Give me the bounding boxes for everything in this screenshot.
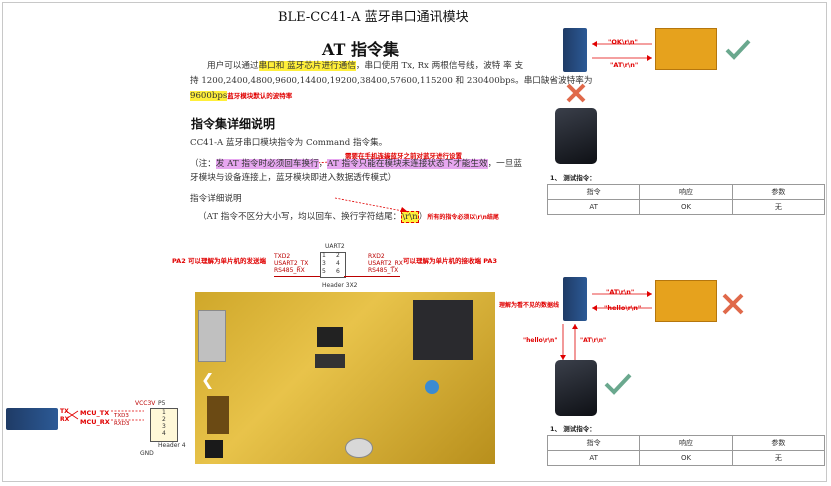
top-arrows — [592, 41, 652, 61]
table-header-resp: 响应 — [639, 435, 733, 451]
table-header-resp: 响应 — [639, 184, 733, 200]
pin-right-1: RXD2 — [368, 253, 385, 260]
pin-right-3: RS485_TX — [368, 267, 399, 274]
heading-at-commands: AT 指令集 — [322, 40, 400, 59]
table-cell-resp: OK — [639, 450, 733, 466]
document-title: BLE-CC41-A 蓝牙串口通讯模块 — [278, 10, 469, 25]
bluetooth-module-bottom — [563, 277, 587, 321]
intro-line-2: 持 1200,2400,4800,9600,14400,19200,38400,… — [190, 76, 593, 86]
pin-num-2: 2 — [336, 252, 340, 259]
table-cell-param: 无 — [731, 450, 826, 466]
pin-right-2: USART2_RX — [368, 260, 403, 267]
table-cell-cmd: AT — [546, 450, 641, 466]
header4-name: Header 4 — [158, 442, 186, 449]
pin-num-3: 3 — [322, 260, 326, 267]
bluetooth-module-top — [563, 28, 587, 72]
bottom-arrows — [592, 291, 652, 311]
label-rx: RX — [60, 416, 70, 423]
rxd3-label: RXD3 — [114, 421, 130, 427]
vcc-label: VCC3V — [135, 400, 156, 407]
schematic-footer: Header 3X2 — [322, 282, 358, 289]
mcu-board-top — [655, 28, 717, 70]
table-cell-resp: OK — [639, 199, 733, 215]
mcu-chip — [413, 300, 473, 360]
bottom-test-title: 1、 测试指令： — [550, 425, 596, 433]
paragraph-note-line-2: 牙模块与设备连接上，蓝牙模块即进入数据透传模式） — [190, 173, 397, 183]
note-invisible-wire: 理解为看不见的数据线 — [499, 302, 560, 309]
bluetooth-module-left — [6, 408, 58, 430]
txd3-label: TXD3 — [114, 413, 129, 419]
label-pa3-rx: 可以理解为单片机的接收端 PA3 — [403, 257, 497, 265]
crossing-wires — [66, 410, 144, 421]
check-icon-bottom — [604, 373, 632, 395]
table-header-cmd: 指令 — [546, 184, 641, 200]
board-photo: ❮ — [195, 292, 495, 464]
jumper-block — [317, 327, 343, 347]
label-tx: TX — [60, 408, 69, 415]
mcu-board-bottom — [655, 280, 717, 322]
header4-box — [150, 408, 178, 442]
sd-card-slot — [198, 310, 226, 362]
left-hello-label: "hello\r\n" — [523, 337, 558, 344]
crlf-note: 所有的指令必须以\r\n结尾 — [427, 214, 499, 221]
label-mcu-tx: MCU_TX — [80, 409, 110, 417]
p5-label: P5 — [158, 400, 166, 407]
top-ok-label: "OK\r\n" — [608, 38, 638, 46]
paragraph-note-line-1: （注：发 AT 指令时必须回车换行，AT 指令只能在模块未连接状态下才能生效，一… — [190, 159, 522, 169]
heading-command-details: 指令集详细说明 — [191, 117, 276, 131]
vertical-arrows — [560, 324, 578, 360]
phone-bottom — [555, 360, 597, 416]
baud-default: 9600bps — [190, 91, 228, 101]
bottom-hello-label: "hello\r\n" — [604, 304, 642, 312]
cross-icon-top — [566, 83, 586, 103]
pin-num-1: 1 — [322, 252, 326, 259]
header-3x2-box — [320, 252, 346, 278]
top-at-label: "AT\r\n" — [610, 61, 639, 69]
right-at-label: "AT\r\n" — [580, 337, 607, 344]
pin-left-3: RS485_RX — [274, 267, 305, 274]
schematic-uart2: TXD2 USART2_TX RS485_RX 1 2 3 4 5 6 RXD2… — [272, 252, 404, 282]
label-pa2-tx: PA2 可以理解为单片机的发送端 — [172, 257, 266, 265]
paragraph-command-set: CC41-A 蓝牙串口模块指令为 Command 指令集。 — [190, 138, 388, 148]
label-mcu-rx: MCU_RX — [80, 418, 110, 426]
table-cell-cmd: AT — [546, 199, 641, 215]
table-header-param: 参数 — [731, 435, 826, 451]
pin-num-5: 5 — [322, 268, 326, 275]
paragraph-command-detail: 指令详细说明 — [190, 194, 242, 204]
schematic-title: UART2 — [325, 243, 345, 250]
top-command-table: 指令 响应 参数 AT OK 无 — [546, 184, 826, 215]
bottom-at-label: "AT\r\n" — [606, 288, 635, 296]
table-cell-param: 无 — [731, 199, 826, 215]
cross-icon-bottom — [722, 293, 744, 315]
pin-left-1: TXD2 — [274, 253, 291, 260]
intro-line-3: 9600bps蓝牙模块默认的波特率 — [190, 89, 292, 103]
highlight-crlf-required: 发 AT 指令时必须回车换行 — [215, 159, 319, 169]
pin-left-2: USART2_TX — [274, 260, 309, 267]
pin-num-6: 6 — [336, 268, 340, 275]
intro-line-1: 用户可以通过串口和 蓝牙芯片进行通信，串口使用 Tx, Rx 两根信号线，波特 … — [207, 61, 524, 71]
table-header-param: 参数 — [731, 184, 826, 200]
highlight-serial: 串口和 蓝牙芯片进行通信 — [258, 61, 356, 71]
bottom-command-table: 指令 响应 参数 AT OK 无 — [546, 435, 826, 466]
crlf-code: \r\n — [401, 211, 419, 223]
gnd-label: GND — [140, 450, 154, 457]
phone-top — [555, 108, 597, 164]
back-arrow-icon[interactable]: ❮ — [201, 370, 215, 389]
table-header-cmd: 指令 — [546, 435, 641, 451]
baud-note: 蓝牙模块默认的波特率 — [227, 92, 293, 100]
pin-num-4: 4 — [336, 260, 340, 267]
dashed-arrow-crlf — [334, 197, 409, 213]
top-test-title: 1、 测试指令： — [550, 174, 596, 182]
note-configure-before-connect: 需要在手机连接蓝牙之前对蓝牙进行设置 — [345, 152, 462, 160]
check-icon-top — [725, 39, 751, 60]
highlight-disconnected-only: AT 指令只能在模块未连接状态下才能生效 — [327, 159, 488, 169]
paragraph-case-insensitive: （AT 指令不区分大小写，均以回车、换行字符结尾：\r\n）所有的指令必须以\r… — [198, 211, 499, 223]
